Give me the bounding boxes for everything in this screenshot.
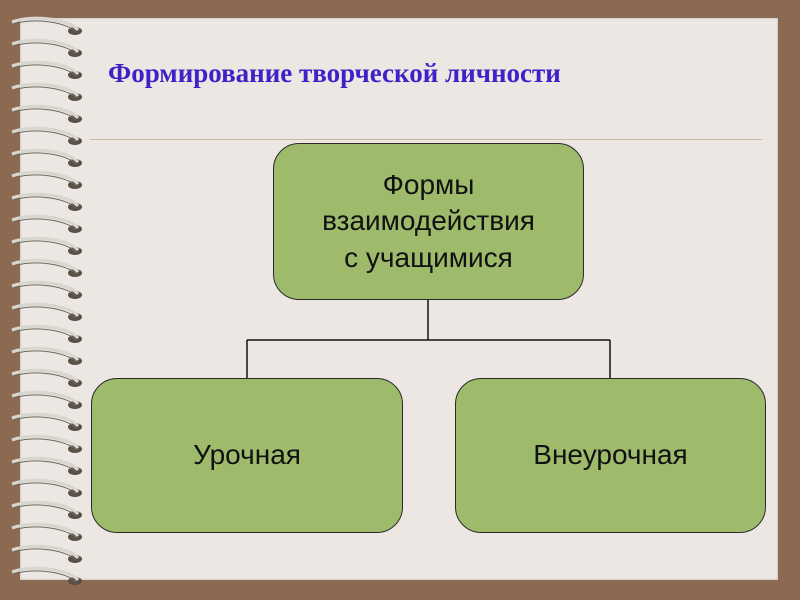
binding-coil-shade (13, 548, 77, 561)
binding-coil (11, 38, 80, 54)
binding-coil-shade (13, 306, 77, 319)
binding-coil-shade (13, 218, 77, 231)
binding-coil (11, 522, 80, 538)
binding-coil (11, 192, 80, 208)
binding-coil-shade (13, 86, 77, 99)
binding-coil-shade (13, 130, 77, 143)
node-root-line-2: взаимодействия (322, 205, 535, 237)
binding-coil-shade (13, 42, 77, 55)
binding-coil (11, 236, 80, 252)
node-root: Формы взаимодействия с учащимися (273, 143, 584, 300)
binding-coil-shade (13, 372, 77, 385)
slide-title: Формирование творческой личности (108, 58, 561, 88)
binding-coil (11, 544, 80, 560)
binding-coil-shade (13, 108, 77, 121)
binding-coil-shade (13, 20, 77, 33)
binding-coil (11, 82, 80, 98)
binding-coil-shade (13, 394, 77, 407)
node-root-line-1: Формы (382, 168, 475, 200)
binding-coil (11, 412, 80, 428)
binding-coil (11, 60, 80, 76)
binding-coil-shade (13, 152, 77, 165)
binding-coil (11, 324, 80, 340)
binding-coil-shade (13, 350, 77, 363)
binding-coil (11, 170, 80, 186)
binding-coil-shade (13, 526, 77, 539)
binding-coil-shade (13, 328, 77, 341)
node-extracurricular-label: Внеурочная (533, 439, 688, 471)
binding-coil-shade (13, 570, 77, 583)
title-divider (90, 139, 762, 140)
binding-coil-shade (13, 416, 77, 429)
binding-coil-shade (13, 284, 77, 297)
binding-coil (11, 368, 80, 384)
binding-coil (11, 500, 80, 516)
binding-coil (11, 280, 80, 296)
node-extracurricular: Внеурочная (455, 378, 766, 533)
binding-coil-shade (13, 504, 77, 517)
binding-coil (11, 390, 80, 406)
binding-coil (11, 258, 80, 274)
binding-coil (11, 566, 80, 582)
binding-coil-shade (13, 174, 77, 187)
binding-coil (11, 126, 80, 142)
binding-coil (11, 214, 80, 230)
binding-coil-shade (13, 240, 77, 253)
binding-coil (11, 456, 80, 472)
binding-coil (11, 148, 80, 164)
node-lessons-label: Урочная (193, 439, 301, 471)
binding-coil (11, 346, 80, 362)
binding-coil-shade (13, 482, 77, 495)
binding-coil (11, 434, 80, 450)
binding-coil-shade (13, 196, 77, 209)
spiral-binding (11, 16, 82, 585)
node-lessons: Урочная (91, 378, 403, 533)
binding-coil-shade (13, 64, 77, 77)
binding-coil (11, 16, 80, 32)
binding-coil (11, 302, 80, 318)
node-root-line-3: с учащимися (344, 241, 513, 273)
binding-coil-shade (13, 262, 77, 275)
binding-coil (11, 104, 80, 120)
binding-coil-shade (13, 460, 77, 473)
binding-coil (11, 478, 80, 494)
binding-coil-shade (13, 438, 77, 451)
